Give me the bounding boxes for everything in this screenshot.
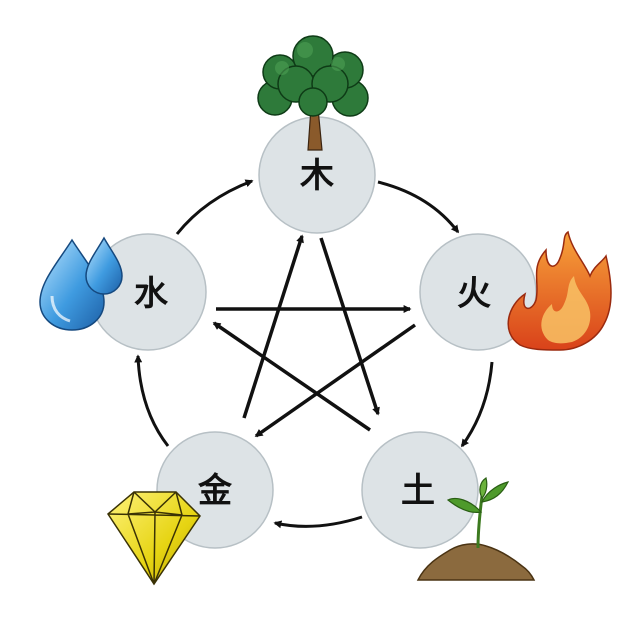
node-fire-circle [419, 233, 537, 351]
arrow-earth-to-metal [273, 515, 363, 529]
node-metal-label: 金 [197, 471, 233, 511]
overcoming-cycle-arrows [212, 234, 417, 438]
flame-icon [507, 230, 612, 351]
arrow-metal-to-water [134, 354, 170, 447]
tree-icon [257, 35, 369, 151]
node-water-label: 水 [134, 274, 169, 314]
arrow-wood-to-fire [377, 180, 460, 234]
gem-icon [107, 491, 201, 586]
arrow-metal-to-wood [242, 234, 304, 419]
node-fire-label: 火 [457, 274, 491, 314]
arrow-earth-to-water [212, 321, 371, 432]
node-wood-label: 木 [299, 156, 334, 196]
water-drops-icon [39, 236, 123, 331]
arrow-water-to-wood [175, 179, 254, 235]
arrow-fire-to-metal [254, 323, 417, 438]
generating-cycle-arrows [134, 179, 494, 529]
arrow-fire-to-earth [460, 361, 494, 448]
node-earth-label: 土 [401, 471, 435, 511]
sprout-in-soil-icon [416, 477, 536, 581]
arrow-wood-to-earth [319, 237, 380, 416]
node-earth-circle [361, 431, 479, 549]
